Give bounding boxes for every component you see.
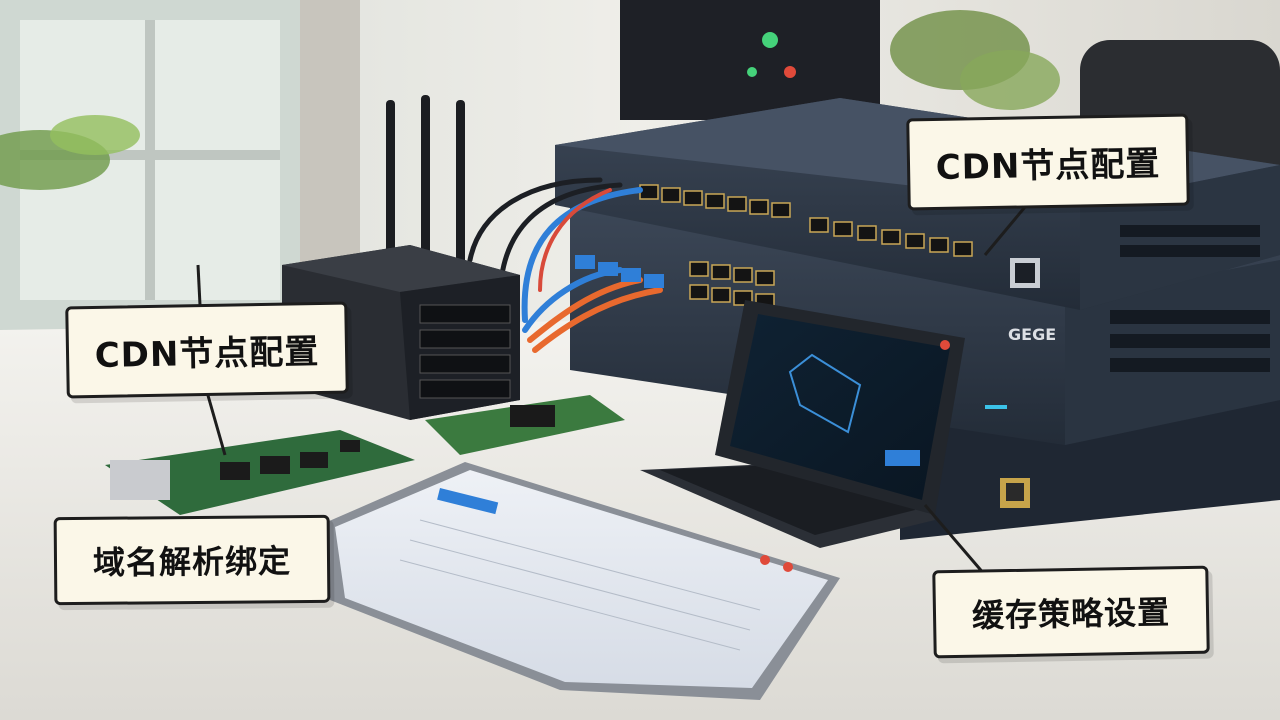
callout-domain-binding: 域名解析绑定	[53, 514, 331, 606]
callout-cache-policy: 缓存策略设置	[932, 565, 1210, 659]
pcb-board-left	[105, 430, 415, 515]
callout-cdn-node-top: CDN节点配置	[906, 113, 1190, 211]
tablet-device	[320, 462, 840, 700]
blue-plugs	[575, 255, 664, 288]
pcb-board-center	[425, 395, 625, 455]
network-cables	[467, 177, 663, 353]
callout-cdn-node-left: CDN节点配置	[65, 301, 349, 399]
ethernet-ports	[639, 184, 973, 309]
small-laptop	[640, 300, 965, 548]
server-badge: GEGE	[1008, 325, 1056, 344]
